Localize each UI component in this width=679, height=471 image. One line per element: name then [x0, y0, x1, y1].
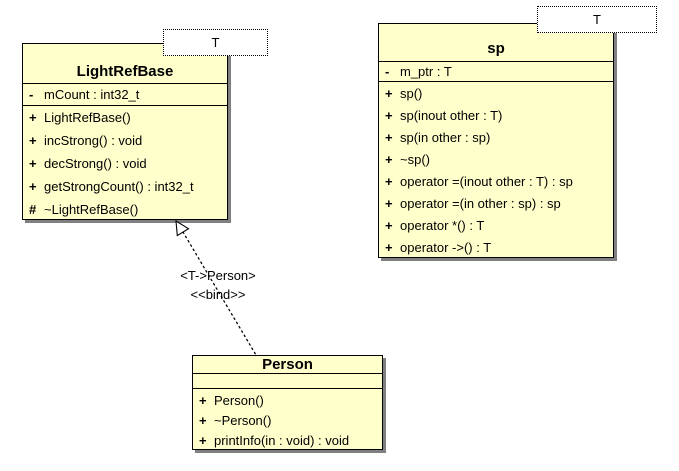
operation-row: + sp()	[379, 83, 613, 105]
operation-row: + decStrong() : void	[23, 152, 227, 175]
attribute-text: mCount : int32_t	[44, 87, 140, 102]
operation-row: # ~LightRefBase()	[23, 198, 227, 219]
visibility-marker: +	[385, 218, 393, 233]
visibility-marker: +	[385, 86, 393, 101]
attribute-row: - m_ptr : T	[379, 62, 613, 81]
visibility-marker: +	[385, 130, 393, 145]
visibility-marker: +	[385, 196, 393, 211]
class-title-compartment: Person	[193, 356, 382, 374]
template-param-label: T	[211, 35, 220, 50]
operation-row: + printInfo(in : void) : void	[193, 431, 382, 449]
visibility-marker: +	[29, 156, 37, 171]
class-lightrefbase[interactable]: LightRefBase - mCount : int32_t + LightR…	[22, 43, 228, 220]
visibility-marker: +	[385, 108, 393, 123]
visibility-marker: +	[29, 133, 37, 148]
visibility-marker: +	[199, 433, 207, 448]
operation-row: + operator =(inout other : T) : sp	[379, 171, 613, 193]
operation-row: + sp(in other : sp)	[379, 127, 613, 149]
operation-text: LightRefBase()	[44, 110, 131, 125]
operations-compartment: + sp() + sp(inout other : T) + sp(in oth…	[379, 82, 613, 257]
template-param-label: T	[593, 12, 601, 27]
class-name: LightRefBase	[76, 63, 174, 80]
visibility-marker: +	[199, 413, 207, 428]
template-param-box-lightrefbase[interactable]: T	[163, 29, 268, 56]
bind-stereotype-label: <<bind>>	[190, 287, 246, 302]
operations-compartment: + LightRefBase() + incStrong() : void + …	[23, 106, 227, 219]
attributes-compartment-empty	[193, 374, 382, 389]
operation-text: getStrongCount() : int32_t	[44, 179, 194, 194]
operation-text: sp()	[400, 86, 423, 101]
operation-row: + operator *() : T	[379, 215, 613, 237]
attributes-compartment: - m_ptr : T	[379, 62, 613, 82]
operations-compartment: + Person() + ~Person() + printInfo(in : …	[193, 389, 382, 449]
binding-substitution-label: <T->Person>	[180, 268, 256, 283]
operation-text: operator =(inout other : T) : sp	[400, 174, 573, 189]
visibility-marker: +	[199, 393, 207, 408]
visibility-marker: -	[29, 87, 34, 102]
operation-text: printInfo(in : void) : void	[214, 433, 350, 448]
operation-text: incStrong() : void	[44, 133, 143, 148]
visibility-marker: +	[29, 179, 37, 194]
class-person[interactable]: Person + Person() + ~Person() + printInf…	[192, 355, 383, 450]
class-name: Person	[262, 355, 313, 373]
operation-row: + operator =(in other : sp) : sp	[379, 193, 613, 215]
operation-row: + getStrongCount() : int32_t	[23, 175, 227, 198]
attribute-text: m_ptr : T	[400, 64, 452, 79]
operation-text: Person()	[214, 393, 264, 408]
visibility-marker: +	[385, 174, 393, 189]
attribute-row: - mCount : int32_t	[23, 84, 227, 105]
visibility-marker: #	[29, 202, 37, 217]
class-name: sp	[487, 40, 505, 57]
operation-text: ~LightRefBase()	[44, 202, 139, 217]
operation-text: sp(in other : sp)	[400, 130, 491, 145]
operation-row: + sp(inout other : T)	[379, 105, 613, 127]
operation-text: operator =(in other : sp) : sp	[400, 196, 561, 211]
operation-text: operator *() : T	[400, 218, 485, 233]
operation-row: + LightRefBase()	[23, 106, 227, 129]
class-title-compartment: sp	[379, 24, 613, 62]
attributes-compartment: - mCount : int32_t	[23, 84, 227, 106]
template-param-box-sp[interactable]: T	[537, 6, 657, 33]
open-triangle-arrowhead-icon	[175, 219, 190, 237]
operation-text: decStrong() : void	[44, 156, 147, 171]
operation-row: + operator ->() : T	[379, 237, 613, 257]
operation-row: + ~Person()	[193, 411, 382, 431]
visibility-marker: +	[29, 110, 37, 125]
class-sp[interactable]: sp - m_ptr : T + sp() + sp(inout other :…	[378, 23, 614, 258]
operation-text: ~Person()	[214, 413, 272, 428]
operation-text: sp(inout other : T)	[400, 108, 503, 123]
operation-text: ~sp()	[400, 152, 430, 167]
operation-row: + incStrong() : void	[23, 129, 227, 152]
operation-row: + ~sp()	[379, 149, 613, 171]
operation-row: + Person()	[193, 391, 382, 411]
class-title-compartment: LightRefBase	[23, 44, 227, 84]
operation-text: operator ->() : T	[400, 240, 492, 255]
visibility-marker: +	[385, 152, 393, 167]
visibility-marker: -	[385, 64, 390, 79]
visibility-marker: +	[385, 240, 393, 255]
